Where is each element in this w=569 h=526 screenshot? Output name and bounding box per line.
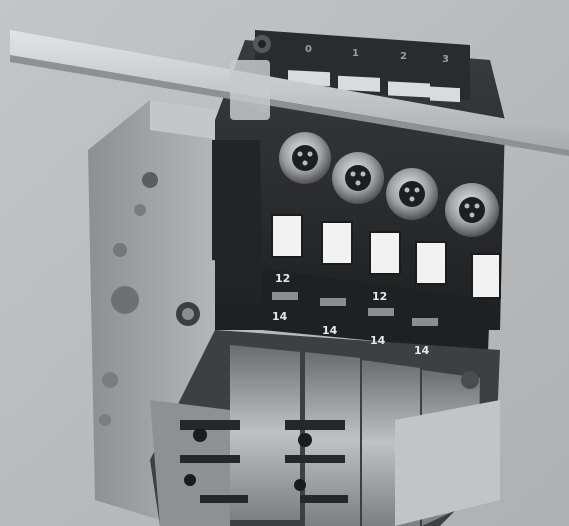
connector <box>332 152 384 204</box>
port-label-14: 14 <box>272 310 288 323</box>
connector <box>445 183 499 237</box>
channel-label: 3 <box>442 54 449 65</box>
connector <box>386 168 438 220</box>
port-label-14: 14 <box>370 334 386 347</box>
channel-label: 0 <box>305 44 312 55</box>
port-label-12: 12 <box>372 290 387 303</box>
connector <box>279 132 331 184</box>
port-labels: 12 12 14 14 14 14 <box>272 272 430 357</box>
channel-labels: 0 1 2 3 <box>305 44 449 65</box>
port-label-14: 14 <box>414 344 430 357</box>
port-label-14: 14 <box>322 324 338 337</box>
valve-stack <box>150 330 500 526</box>
connector-row <box>279 132 499 237</box>
din-rail <box>10 30 569 156</box>
channel-label: 1 <box>352 48 359 59</box>
channel-label: 2 <box>400 51 407 62</box>
port-label-12: 12 <box>275 272 290 285</box>
port-panel <box>262 268 490 352</box>
label-windows <box>271 214 501 299</box>
